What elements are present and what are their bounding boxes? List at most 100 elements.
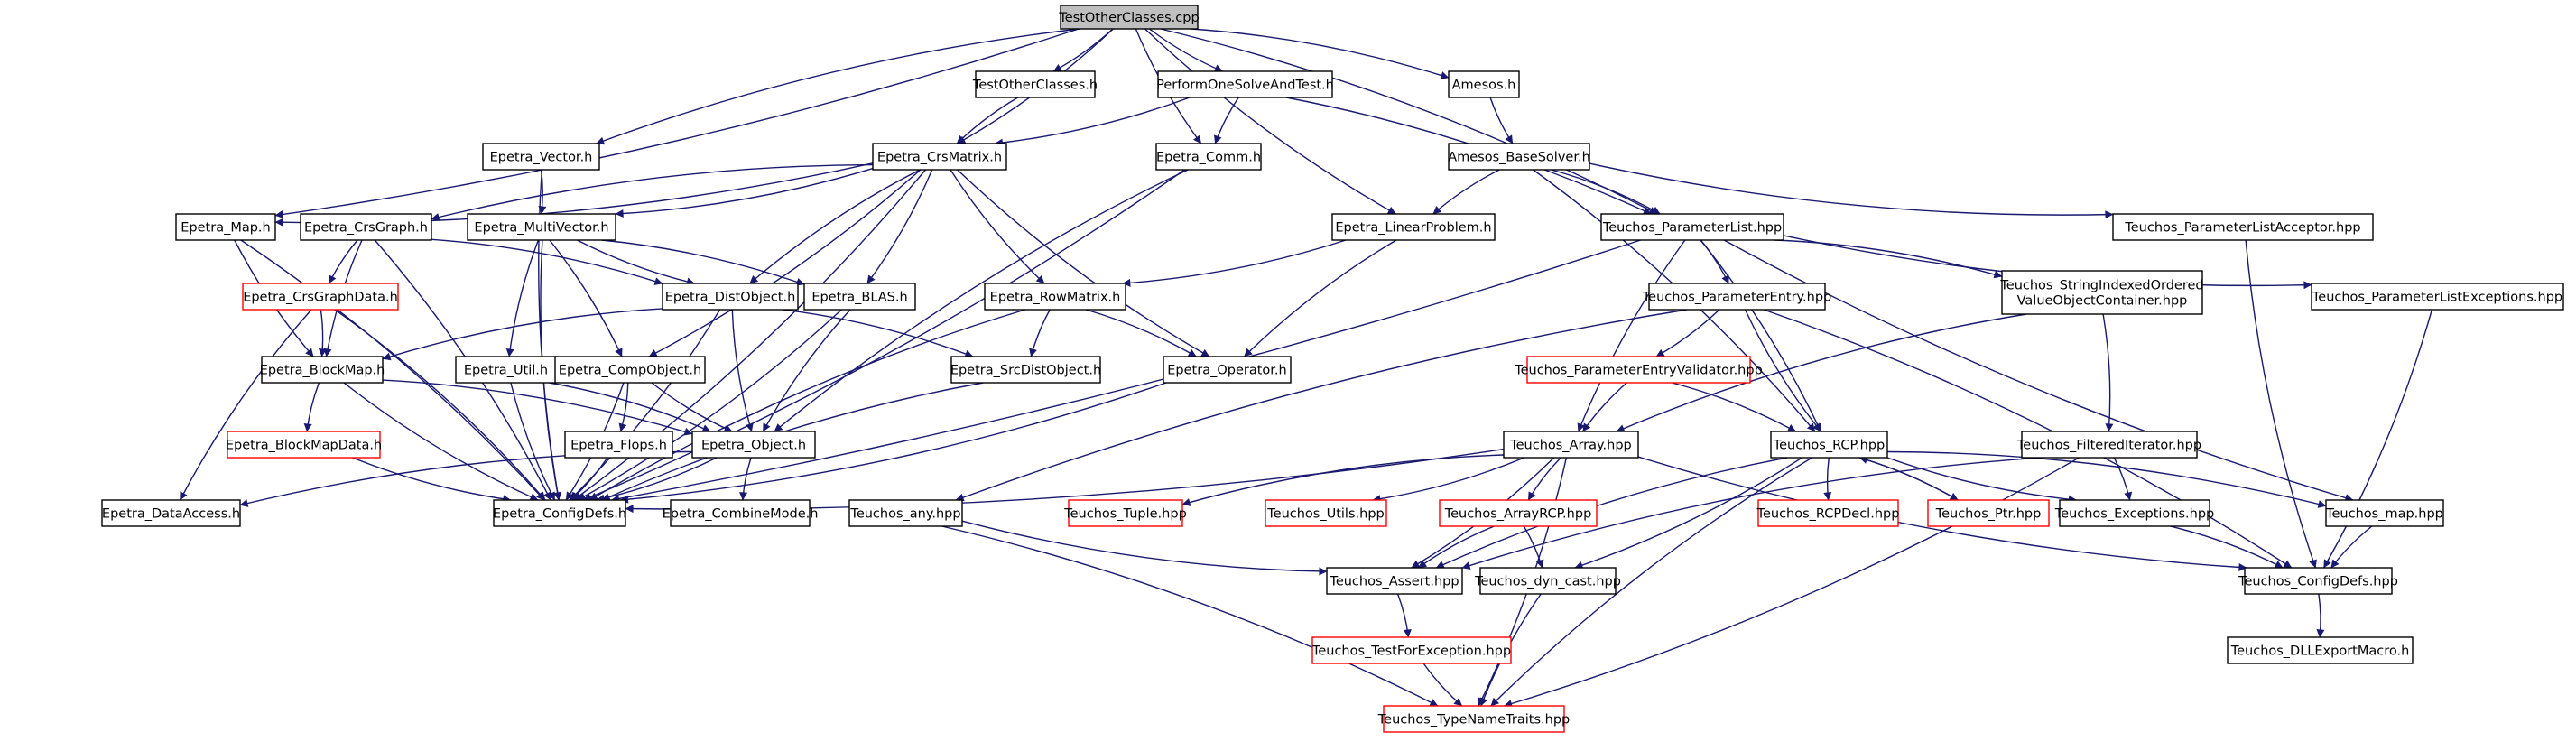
node-label: Teuchos_Array.hpp [1509,439,1632,453]
node-box [227,431,381,459]
node-teuchos-assert-hpp[interactable]: Teuchos_Assert.hpp [1326,567,1463,595]
edge-epetra-crsgraphdata-h-to-epetra-blockmap-h [318,309,327,357]
node-box [1331,213,1496,241]
node-teuchos-filterediterator-hpp[interactable]: Teuchos_FilteredIterator.hpp [2016,431,2201,459]
edge-testotherclasses-cpp-to-epetra-vector-h [596,28,1080,145]
node-teuchos-rcp-hpp[interactable]: Teuchos_RCP.hpp [1770,431,1888,459]
node-epetra-crsmatrix-h[interactable]: Epetra_CrsMatrix.h [872,143,1007,171]
node-epetra-object-h[interactable]: Epetra_Object.h [691,431,816,459]
node-label: Amesos_BaseSolver.h [1448,151,1590,165]
node-epetra-util-h[interactable]: Epetra_Util.h [455,356,557,384]
node-epetra-blas-h[interactable]: Epetra_BLAS.h [803,283,916,311]
edge-epetra-multivector-h-to-epetra-blas-h [601,239,805,286]
node-label: Teuchos_ParameterList.hpp [1602,221,1782,236]
node-box [1600,213,1784,241]
node-teuchos-parameterlistacceptor-hpp[interactable]: Teuchos_ParameterListAcceptor.hpp [2112,213,2374,241]
node-teuchos-parameterlist-hpp[interactable]: Teuchos_ParameterList.hpp [1600,213,1784,241]
node-teuchos-rcpdecl-hpp[interactable]: Teuchos_RCPDecl.hpp [1756,499,1900,527]
node-epetra-blockmapdata-h[interactable]: Epetra_BlockMapData.h [226,431,382,459]
edge-teuchos-parameterlist-hpp-to-teuchos-rcp-hpp [1700,239,1822,432]
node-epetra-multivector-h[interactable]: Epetra_MultiVector.h [467,213,616,241]
node-label: Teuchos_RCPDecl.hpp [1756,507,1900,522]
node-epetra-compobject-h[interactable]: Epetra_CompObject.h [554,356,706,384]
edge-epetra-compobject-h-to-epetra-object-h [651,382,733,432]
edge-teuchos-exceptions-hpp-to-teuchos-configdefs-hpp [2170,525,2284,569]
node-box [1927,499,2050,527]
node-box [2244,567,2393,595]
edge-testotherclasses-cpp-to-epetra-linearproblem-h [1144,28,1396,215]
node-epetra-blockmap-h[interactable]: Epetra_BlockMap.h [260,356,385,384]
node-label: TestOtherClasses.cpp [1058,11,1199,25]
node-box [2021,431,2198,459]
node-teuchos-ptr-hpp[interactable]: Teuchos_Ptr.hpp [1927,499,2050,527]
edge-teuchos-testforexception-hpp-to-teuchos-typenametraits-hpp [1422,663,1463,707]
node-amesos-basesolver-h[interactable]: Amesos_BaseSolver.h [1448,143,1590,171]
node-teuchos-dyn-cast-hpp[interactable]: Teuchos_dyn_cast.hpp [1474,567,1621,595]
node-performonesolveandtest-h[interactable]: PerformOneSolveAndTest.h [1156,70,1334,98]
edge-epetra-srcdistobject-h-to-epetra-configdefs-h [601,382,984,501]
node-teuchos-exceptions-hpp[interactable]: Teuchos_Exceptions.hpp [2054,499,2214,527]
node-teuchos-testforexception-hpp[interactable]: Teuchos_TestForException.hpp [1311,636,1512,664]
edge-epetra-operator-h-to-epetra-configdefs-h [619,382,1167,504]
edge-epetra-distobject-h-to-epetra-blockmap-h [382,308,663,361]
node-epetra-vector-h[interactable]: Epetra_Vector.h [482,143,600,171]
edge-teuchos-parameterlistexceptions-hpp-to-teuchos-configdefs-hpp [2322,309,2433,569]
edge-performonesolveandtest-h-to-epetra-crsmatrix-h [994,97,1191,147]
edge-teuchos-array-hpp-to-teuchos-arrayrcp-hpp [1527,457,1561,501]
node-teuchos-typenametraits-hpp[interactable]: Teuchos_TypeNameTraits.hpp [1377,705,1570,733]
edge-epetra-crsmatrix-h-to-epetra-compobject-h [648,169,922,357]
node-box [300,213,432,241]
node-epetra-linearproblem-h[interactable]: Epetra_LinearProblem.h [1331,213,1496,241]
node-teuchos-any-hpp[interactable]: Teuchos_any.hpp [848,499,963,527]
node-epetra-combinemode-h[interactable]: Epetra_CombineMode.h [663,499,819,527]
edge-teuchos-assert-hpp-to-teuchos-testforexception-hpp [1396,593,1412,638]
node-epetra-crsgraph-h[interactable]: Epetra_CrsGraph.h [300,213,432,241]
node-box [1163,356,1292,384]
edge-epetra-crsmatrix-h-to-epetra-configdefs-h [573,169,927,501]
node-epetra-distobject-h[interactable]: Epetra_DistObject.h [662,283,799,311]
node-epetra-crsgraphdata-h[interactable]: Epetra_CrsGraphData.h [242,283,399,311]
node-label: Teuchos_Ptr.hpp [1935,507,2042,522]
node-amesos-h[interactable]: Amesos.h [1448,70,1520,98]
node-box [872,143,1007,171]
edge-amesos-basesolver-h-to-epetra-linearproblem-h [1432,169,1500,215]
node-epetra-map-h[interactable]: Epetra_Map.h [175,213,276,241]
node-teuchos-dllexportmacro-h[interactable]: Teuchos_DLLExportMacro.h [2227,636,2414,664]
node-teuchos-parameterentryvalidator-hpp[interactable]: Teuchos_ParameterEntryValidator.hpp [1514,356,1763,384]
node-box [1265,499,1387,527]
node-teuchos-utils-hpp[interactable]: Teuchos_Utils.hpp [1265,499,1387,527]
node-box [1311,636,1512,664]
node-epetra-flops-h[interactable]: Epetra_Flops.h [564,431,673,459]
edge-amesos-h-to-amesos-basesolver-h [1489,97,1514,144]
node-testotherclasses-cpp[interactable]: TestOtherClasses.cpp [1058,5,1200,30]
node-teuchos-parameterentry-hpp[interactable]: Teuchos_ParameterEntry.hpp [1642,283,1832,311]
node-label: Epetra_BLAS.h [811,291,907,305]
node-teuchos-configdefs-hpp[interactable]: Teuchos_ConfigDefs.hpp [2238,567,2398,595]
node-box [2059,499,2210,527]
edge-teuchos-configdefs-hpp-to-teuchos-dllexportmacro-h [2316,593,2325,638]
edge-testotherclasses-cpp-to-performonesolveandtest-h [1148,28,1223,72]
node-epetra-comm-h[interactable]: Epetra_Comm.h [1155,143,1262,171]
node-box [848,499,963,527]
edge-epetra-crsmatrix-h-to-epetra-multivector-h [615,167,874,218]
node-epetra-rowmatrix-h[interactable]: Epetra_RowMatrix.h [984,283,1126,311]
node-teuchos-arrayrcp-hpp[interactable]: Teuchos_ArrayRCP.hpp [1439,499,1598,527]
node-epetra-configdefs-h[interactable]: Epetra_ConfigDefs.h [493,499,626,527]
node-testotherclasses-h[interactable]: TestOtherClasses.h [972,70,1098,98]
node-box [2112,213,2374,241]
node-epetra-operator-h[interactable]: Epetra_Operator.h [1163,356,1292,384]
node-label: Epetra_Flops.h [570,439,667,453]
edge-amesos-basesolver-h-to-teuchos-parameterlistacceptor-hpp [1589,162,2114,219]
node-teuchos-tuple-hpp[interactable]: Teuchos_Tuple.hpp [1063,499,1187,527]
node-epetra-srcdistobject-h[interactable]: Epetra_SrcDistObject.h [950,356,1101,384]
node-epetra-dataaccess-h[interactable]: Epetra_DataAccess.h [101,499,241,527]
edge-teuchos-array-hpp-to-teuchos-tuple-hpp [1181,454,1505,506]
node-teuchos-parameterlistexceptions-hpp[interactable]: Teuchos_ParameterListExceptions.hpp [2311,283,2564,311]
node-teuchos-array-hpp[interactable]: Teuchos_Array.hpp [1503,431,1639,459]
edge-teuchos-parameterentryvalidator-hpp-to-teuchos-array-hpp [1582,382,1627,432]
node-box [1068,499,1183,527]
node-teuchos-map-hpp[interactable]: Teuchos_map.hpp [2325,499,2444,527]
node-label: Teuchos_dyn_cast.hpp [1474,575,1621,589]
